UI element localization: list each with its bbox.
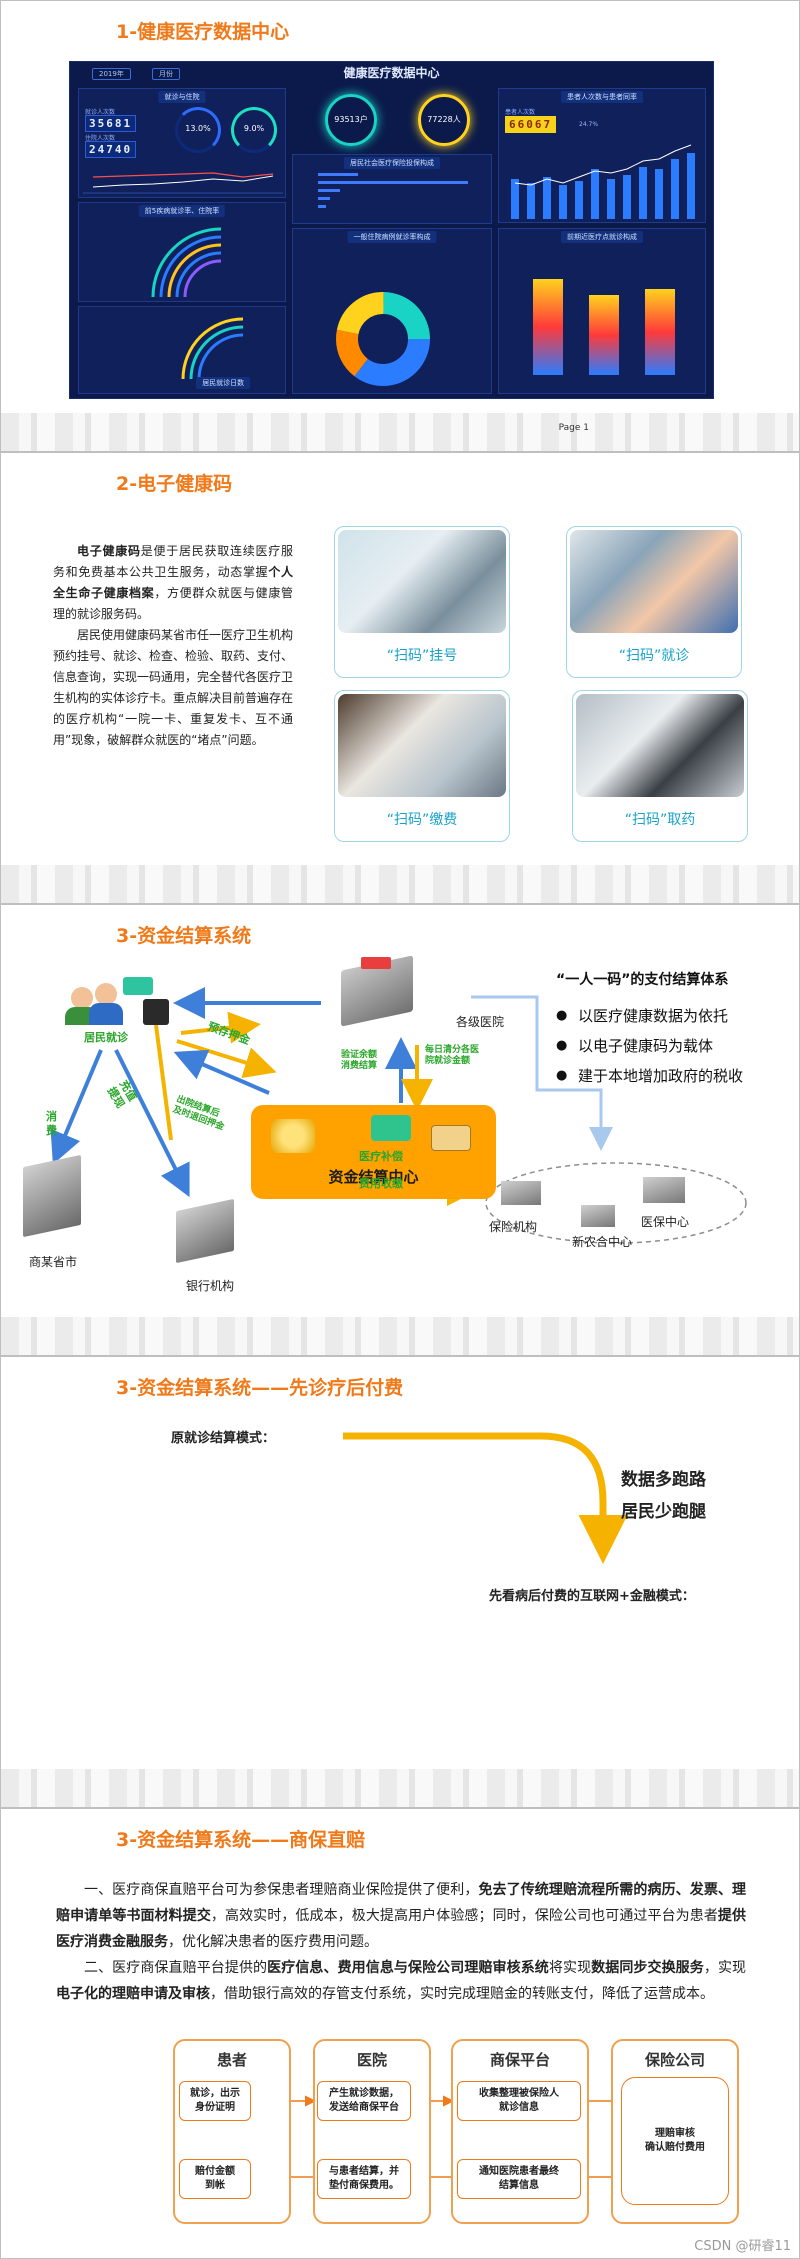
slide-5-title: 3-资金结算系统——商保直赔: [116, 1829, 366, 1851]
slide-2-title: 2-电子健康码: [116, 473, 233, 495]
line-chart-visits: [83, 172, 283, 194]
panel-patients: 患者人次数与患者同率 患者人次数 66067 24.7%: [498, 88, 706, 223]
tag-resident-runs-less: 居民少跑腿: [621, 1502, 706, 1522]
panel-nearby-clinics: 前期近医疗点就诊构成: [498, 228, 706, 394]
kpi-patients: 66067: [505, 116, 557, 133]
label-subsidy: 医疗补偿: [359, 1150, 403, 1163]
direct-claim-para-1: 一、医疗商保直赔平台可为参保患者理赔商业保险提供了便利，免去了传统理赔流程所需的…: [56, 1882, 747, 1950]
slide-2-footer: [1, 865, 799, 903]
wallet-icon: [431, 1125, 471, 1151]
label-daily: 每日清分各医 院就诊金额: [425, 1045, 480, 1066]
photo-pharmacy: [576, 694, 744, 797]
card-payment: “扫码”缴费: [334, 690, 510, 842]
center-ring-households: 93513户: [325, 94, 377, 146]
panel-diseases: 前5疾病就诊率、住院率: [78, 202, 286, 302]
transition-arrow: [343, 1432, 628, 1564]
label-verify: 验证余额 消费结算: [341, 1050, 378, 1071]
ring-inpatient-rate: 9.0%: [231, 107, 277, 153]
new-mode-label: 先看病后付费的互联网+金融模式：: [489, 1589, 695, 1604]
slide-1-footer: [1, 413, 799, 451]
panel-hospital-cases: 一般住院病例就诊率构成: [292, 228, 492, 394]
kpi-visits: 35681: [85, 115, 137, 132]
panel-visits: 就诊与住院 就诊人次数 35681 住院人次数 24740 13.0% 9.0%: [78, 88, 286, 198]
label-medical-center: 医保中心: [641, 1215, 690, 1229]
label-bank: 银行机构: [186, 1279, 235, 1293]
patients-bars: [511, 144, 695, 219]
bullet-item: 以电子健康码为载体: [556, 1031, 796, 1061]
coin-stack-icon: [271, 1119, 315, 1153]
photo-payment: [338, 694, 506, 797]
health-code-usage: 居民使用健康码某省市任一医疗卫生机构预约挂号、就诊、检查、检验、取药、支付、信息…: [53, 628, 294, 747]
card-register: “扫码”挂号: [334, 526, 510, 678]
label-fee: 费用收缴: [359, 1177, 403, 1190]
slide-2: 2-电子健康码 电子健康码是便于居民获取连续医疗服务和免费基本公共卫生服务，动态…: [0, 452, 800, 904]
slide-3-title: 3-资金结算系统: [116, 925, 252, 947]
direct-claim-para-2: 二、医疗商保直赔平台提供的医疗信息、费用信息与保险公司理赔审核系统将实现数据同步…: [56, 1960, 747, 2002]
donut-chart: [336, 292, 430, 386]
slide-4-footer: [1, 1769, 799, 1807]
hospital-cross-icon: [361, 957, 391, 969]
card-pharmacy: “扫码”取药: [572, 690, 748, 842]
insurer-building-icon: [501, 1181, 541, 1205]
flow-insurer-review: 理赔审核 确认赔付费用: [621, 2077, 729, 2205]
health-code-intro: 电子健康码是便于居民获取连续医疗服务和免费基本公共卫生服务，动态掌握个人全生命子…: [53, 544, 293, 621]
stacked-bars: [533, 279, 675, 375]
flow-platform-bottom: 通知医院患者最终 结算信息: [457, 2159, 581, 2199]
days-arcs: [181, 317, 244, 380]
flow-patient-top: 就诊，出示 身份证明: [179, 2081, 251, 2121]
photo-consult: [570, 530, 738, 633]
insurance-bars: [318, 173, 468, 208]
center-ring-people: 77228人: [418, 94, 470, 146]
ring-visit-rate: 13.0%: [175, 107, 221, 153]
resident-group-icon: [59, 977, 179, 1029]
label-resident: 居民就诊: [84, 1031, 128, 1044]
disease-arcs: [151, 227, 222, 298]
label-insurers: 保险机构: [489, 1220, 538, 1234]
card-consult: “扫码”就诊: [566, 526, 742, 678]
old-mode-label: 原就诊结算模式：: [171, 1431, 276, 1446]
year-button: 2019年: [92, 68, 131, 80]
dashboard-title: 健康医疗数据中心: [343, 66, 440, 80]
dashboard-screenshot: 健康医疗数据中心 2019年 月份 就诊与住院 就诊人次数 35681 住院人次…: [69, 61, 714, 399]
slide-5: 3-资金结算系统——商保直赔 一、医疗商保直赔平台可为参保患者理赔商业保险提供了…: [0, 1808, 800, 2259]
settlement-center-box: 资金结算中心: [251, 1105, 496, 1199]
rural-building-icon: [581, 1205, 615, 1227]
payment-system-bullets: “一人一码”的支付结算体系 以医疗健康数据为依托 以电子健康码为载体 建于本地增…: [556, 965, 796, 1091]
photo-register: [338, 530, 506, 633]
page-number: Page 1: [558, 423, 589, 433]
slide-4: 3-资金结算系统——先诊疗后付费 原就诊结算模式： 数据多跑路 居民少跑腿 先看…: [0, 1356, 800, 1808]
label-hospital: 各级医院: [456, 1015, 505, 1029]
bullet-item: 建于本地增加政府的税收: [556, 1061, 796, 1091]
flow-platform-top: 收集整理被保险人 就诊信息: [457, 2081, 581, 2121]
slide-1: 1-健康医疗数据中心 健康医疗数据中心 2019年 月份 就诊与住院 就诊人次数…: [0, 0, 800, 452]
slide-1-title: 1-健康医疗数据中心: [116, 21, 290, 43]
label-rural: 新农合中心: [572, 1235, 633, 1249]
watermark: CSDN @研睿11: [694, 2239, 791, 2254]
kpi-inpatients: 24740: [85, 141, 137, 158]
period-button: 月份: [152, 68, 180, 80]
flow-patient-bottom: 赔付金额 到帐: [179, 2159, 251, 2199]
city-building-icon: [23, 1154, 81, 1238]
medical-center-icon: [643, 1177, 685, 1203]
label-city: 商某省市: [29, 1255, 78, 1269]
slide-3-footer: [1, 1317, 799, 1355]
flow-hospital-bottom: 与患者结算，并 垫付商保费用。: [317, 2159, 411, 2199]
slide-4-title: 3-资金结算系统——先诊疗后付费: [116, 1377, 404, 1399]
panel-visit-days: 居民就诊日数: [78, 306, 286, 394]
panel-insurance: 居民社会医疗保险投保构成: [292, 154, 492, 224]
flow-hospital-top: 产生就诊数据， 发送给商保平台: [317, 2081, 411, 2121]
card-icon: [371, 1115, 411, 1141]
tag-data-runs: 数据多跑路: [621, 1470, 706, 1490]
bullet-item: 以医疗健康数据为依托: [556, 1001, 796, 1031]
slide-3: 3-资金结算系统 居民就诊 各级医院 消费 充值 提现 预存押金: [0, 904, 800, 1356]
label-consume: 消费: [46, 1110, 57, 1137]
